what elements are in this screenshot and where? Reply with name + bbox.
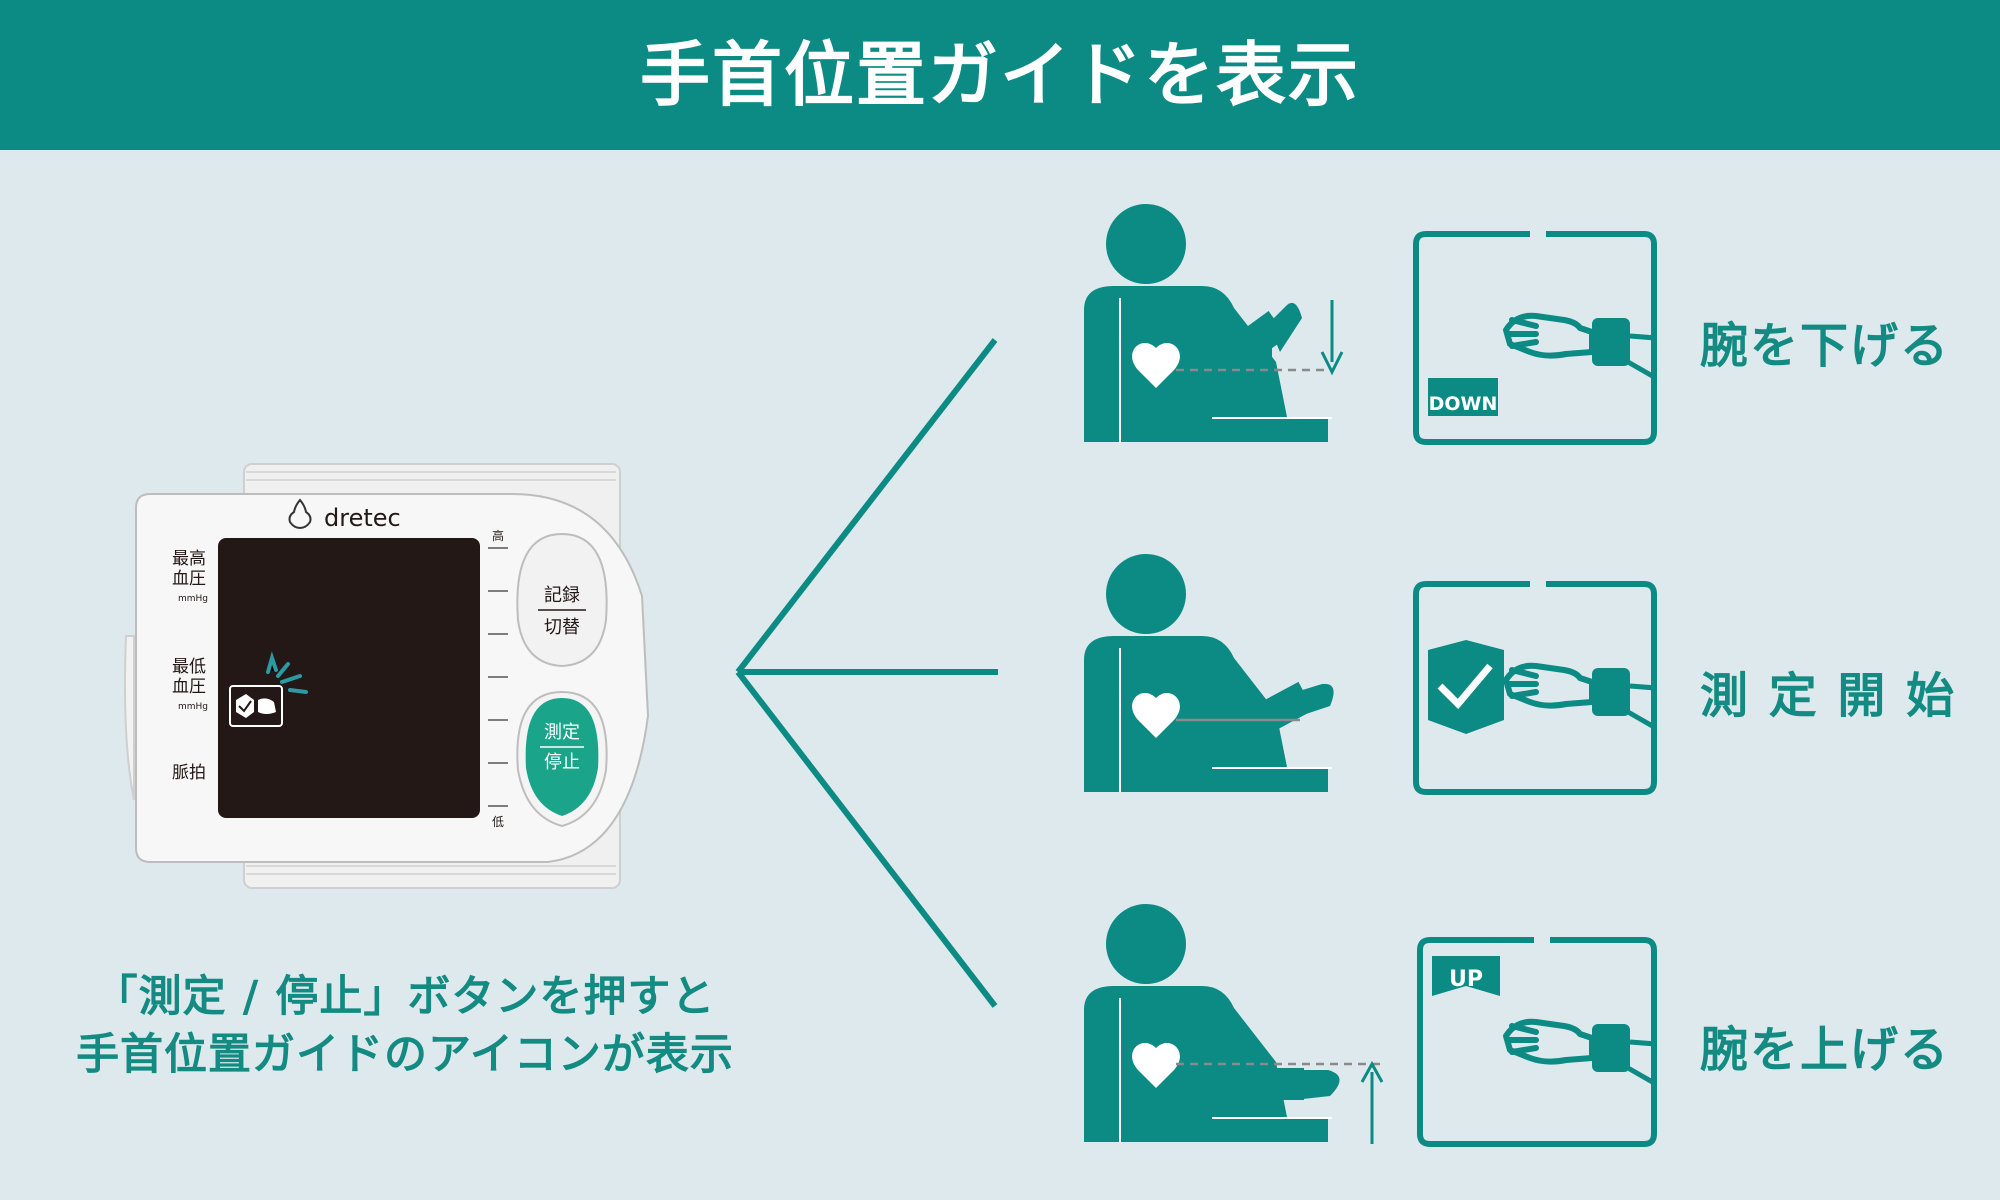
systolic-label-2: 血圧 bbox=[172, 569, 206, 589]
connector-lines bbox=[735, 338, 998, 1008]
measure-stop-button[interactable]: 測定 停止 bbox=[516, 690, 608, 828]
blood-pressure-monitor: dretec 最高 血圧 mmHg 最低 血圧 mmHg 脈拍 bbox=[124, 463, 650, 889]
measure-button-label-top: 測定 bbox=[544, 722, 580, 743]
shield-check-icon bbox=[1428, 640, 1504, 734]
device-side-labels: 最高 血圧 mmHg 最低 血圧 mmHg 脈拍 bbox=[172, 549, 208, 783]
memory-button-label-bottom: 切替 bbox=[544, 617, 580, 638]
step-label-start-measure: 測 定 開 始 bbox=[1700, 668, 1957, 724]
step-label-arm-down: 腕を下げる bbox=[1700, 318, 1951, 374]
diastolic-label-1: 最低 bbox=[172, 657, 206, 677]
scale-low-label: 低 bbox=[492, 815, 504, 829]
lcd-screen bbox=[218, 538, 480, 818]
header-bar bbox=[0, 0, 2000, 150]
unit-label: mmHg bbox=[178, 702, 208, 712]
person-arm-too-high bbox=[1083, 203, 1333, 443]
up-badge: UP bbox=[1449, 967, 1483, 992]
measure-button-label-bottom: 停止 bbox=[544, 752, 580, 773]
brand-logo-icon bbox=[288, 498, 312, 530]
person-arm-correct bbox=[1083, 553, 1334, 793]
wrist-guide-up-icon: UP bbox=[1417, 937, 1656, 1147]
memory-toggle-button[interactable]: 記録 切替 bbox=[516, 532, 608, 668]
scale-ticks bbox=[488, 547, 508, 807]
wrist-guide-ok-icon bbox=[1413, 581, 1656, 795]
pulse-label: 脈拍 bbox=[172, 763, 206, 783]
wrist-guide-lcd-icon bbox=[229, 651, 308, 727]
memory-button-label-top: 記録 bbox=[544, 585, 580, 606]
diastolic-label-2: 血圧 bbox=[172, 677, 206, 697]
unit-label: mmHg bbox=[178, 594, 208, 604]
page-title: 手首位置ガイドを表示 bbox=[640, 34, 1360, 116]
caption-line-2: 手首位置ガイドのアイコンが表示 bbox=[76, 1030, 734, 1080]
brand-name: dretec bbox=[324, 504, 401, 532]
scale-high-label: 高 bbox=[492, 528, 504, 543]
step-label-arm-up: 腕を上げる bbox=[1700, 1022, 1951, 1078]
person-arm-too-low bbox=[1083, 903, 1380, 1143]
down-badge: DOWN bbox=[1429, 393, 1498, 415]
arrow-down-icon bbox=[1320, 300, 1344, 376]
systolic-label-1: 最高 bbox=[172, 549, 206, 569]
caption-line-1: 「測定 / 停止」ボタンを押すと bbox=[94, 972, 716, 1022]
wrist-guide-down-icon: DOWN bbox=[1413, 231, 1656, 445]
arrow-up-icon bbox=[1360, 1060, 1384, 1144]
